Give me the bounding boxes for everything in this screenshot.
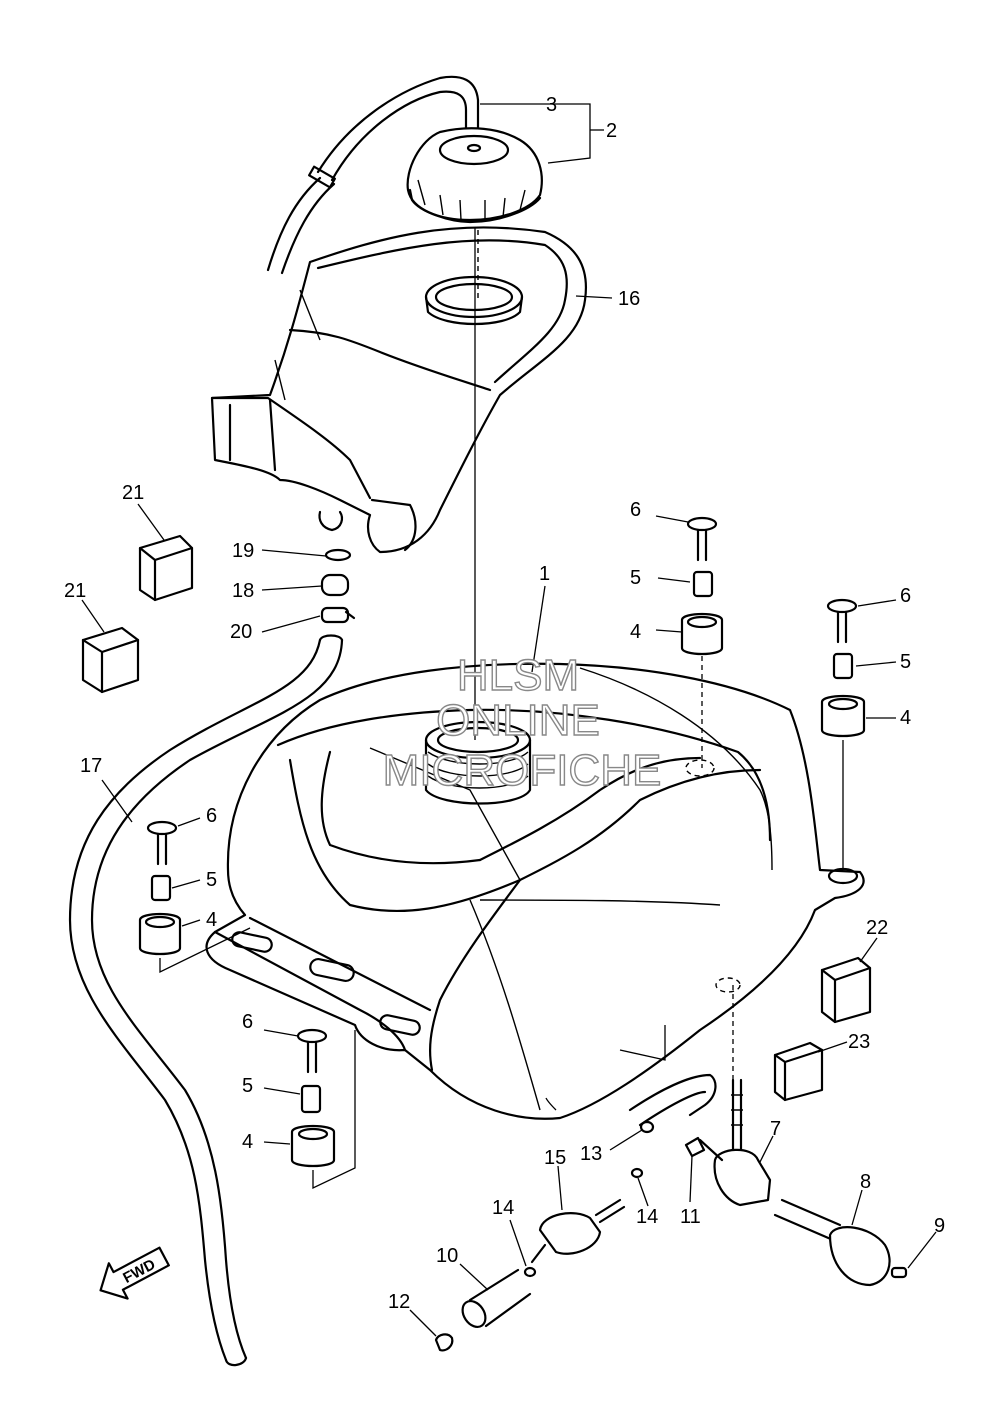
callout-10: 10 <box>436 1245 458 1267</box>
mount-stack-left-front <box>138 820 182 956</box>
watermark: HLSM ONLINE MICROFICHE <box>382 650 662 795</box>
fuel-line-parts <box>434 1073 717 1352</box>
callout-8: 8 <box>860 1171 871 1193</box>
callout-4-rear: 4 <box>900 707 911 729</box>
callout-leaders <box>81 103 937 1337</box>
callout-20: 20 <box>230 621 252 643</box>
callout-numbers: 1 2 3 16 6 5 4 6 5 4 6 5 4 6 5 4 19 18 2… <box>64 94 945 1313</box>
mount-stack-right-front <box>680 516 724 656</box>
callout-21-bottom: 21 <box>64 580 86 602</box>
watermark-line-2: ONLINE <box>436 696 600 745</box>
callout-17: 17 <box>80 755 102 777</box>
callout-6-right: 6 <box>630 499 641 521</box>
overflow-tube <box>68 634 344 1367</box>
fuel-tank <box>205 662 865 1120</box>
callout-5-right: 5 <box>630 567 641 589</box>
callout-13: 13 <box>580 1143 602 1165</box>
forward-direction-arrow: FWD <box>99 1246 170 1300</box>
callout-9: 9 <box>934 1215 945 1237</box>
callout-15: 15 <box>544 1147 566 1169</box>
hose-fittings <box>320 548 356 624</box>
callout-21-top: 21 <box>122 482 144 504</box>
callout-4-right: 4 <box>630 621 641 643</box>
callout-18: 18 <box>232 580 254 602</box>
callout-5-rear: 5 <box>900 651 911 673</box>
watermark-line-1: HLSM <box>457 651 579 700</box>
callout-14-left: 14 <box>492 1197 514 1219</box>
fuel-cock <box>698 1078 772 1207</box>
callout-5-left-rear: 5 <box>242 1075 253 1097</box>
callout-5-left-front: 5 <box>206 869 217 891</box>
callout-3: 3 <box>546 94 557 116</box>
callout-1: 1 <box>539 563 550 585</box>
callout-16: 16 <box>618 288 640 310</box>
callout-6-left-rear: 6 <box>242 1011 253 1033</box>
mount-stack-left-rear <box>290 1028 336 1168</box>
callout-12: 12 <box>388 1291 410 1313</box>
callout-2: 2 <box>606 120 617 142</box>
callout-22: 22 <box>866 917 888 939</box>
callout-11: 11 <box>680 1206 701 1228</box>
mount-stack-rear <box>820 598 866 738</box>
watermark-line-3: MICROFICHE <box>383 746 662 795</box>
callout-14-right: 14 <box>636 1206 658 1228</box>
callout-7: 7 <box>770 1118 781 1140</box>
fuel-cap-assembly <box>266 75 543 275</box>
callout-6-rear: 6 <box>900 585 911 607</box>
callout-23: 23 <box>848 1031 870 1053</box>
tank-cover <box>210 226 588 554</box>
callout-4-left-front: 4 <box>206 909 217 931</box>
rubber-dampers <box>81 534 872 1102</box>
cock-lever <box>773 1198 908 1287</box>
callout-6-left-front: 6 <box>206 805 217 827</box>
guide-lines <box>159 228 844 1190</box>
callout-19: 19 <box>232 540 254 562</box>
callout-4-left-rear: 4 <box>242 1131 253 1153</box>
